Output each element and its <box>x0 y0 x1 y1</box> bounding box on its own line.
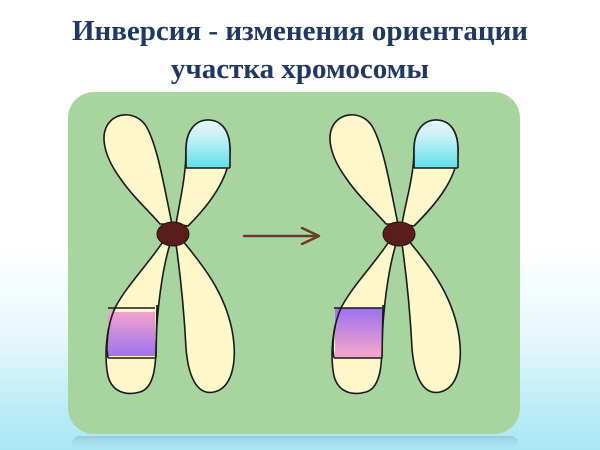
chromosome-before <box>103 114 236 395</box>
slide-title-line-1: Инверсия - изменения ориентации <box>71 15 528 47</box>
chromosome-after <box>329 114 462 395</box>
slide-title: Инверсия - изменения ориентации участка … <box>0 12 600 88</box>
right-arrow-icon <box>242 226 321 246</box>
chromosome-after-band-cyan <box>414 120 458 168</box>
slide-title-line-2: участка хромосомы <box>170 53 430 85</box>
chromosome-before-arm-upper-left <box>103 114 173 225</box>
panel-reflection <box>72 436 518 450</box>
chromosome-after-arm-lower-right <box>401 239 462 394</box>
chromosome-before-band-pink-violet <box>108 312 155 356</box>
chromosome-after-band-violet-pink <box>335 308 382 358</box>
chromosome-after-arm-upper-left <box>329 114 399 225</box>
chromosome-before-centromere <box>156 221 190 247</box>
chromosome-before-band-cyan <box>186 120 230 168</box>
chromosome-after-centromere <box>382 221 416 247</box>
chromosome-before-arm-lower-right <box>175 239 236 394</box>
diagram-panel <box>68 92 520 434</box>
